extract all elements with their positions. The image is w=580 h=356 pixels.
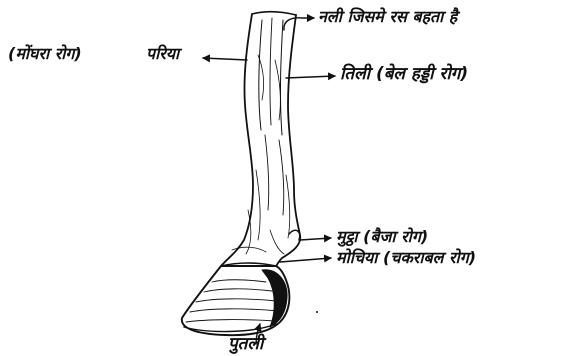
hoof-drawing <box>182 266 290 335</box>
label-tube: नली जिसमे रस बहता है <box>318 9 457 25</box>
leg-top-edge <box>252 12 296 15</box>
label-pariya-disease: (मोंघरा रोग) <box>8 46 82 62</box>
horse-leg-drawing <box>221 12 300 272</box>
leg-back-outline <box>274 15 300 270</box>
label-tilli: तिली (बेल हड्डी रोग) <box>340 66 468 83</box>
fetlock-ergot <box>289 230 300 240</box>
arrow-tilli <box>286 76 335 78</box>
arrow-mochiya <box>280 258 331 262</box>
leg-front-outline <box>221 14 253 266</box>
label-muttha: मुट्ठा (बैजा रोग) <box>336 229 428 245</box>
label-mochiya: मोचिया (चकराबल रोग) <box>336 250 476 266</box>
label-pariya: परिया <box>146 46 179 62</box>
arrow-tube <box>284 18 314 30</box>
label-putli: पुतली <box>228 336 263 353</box>
arrow-muttha <box>300 238 331 240</box>
arrow-pariya <box>203 58 247 60</box>
